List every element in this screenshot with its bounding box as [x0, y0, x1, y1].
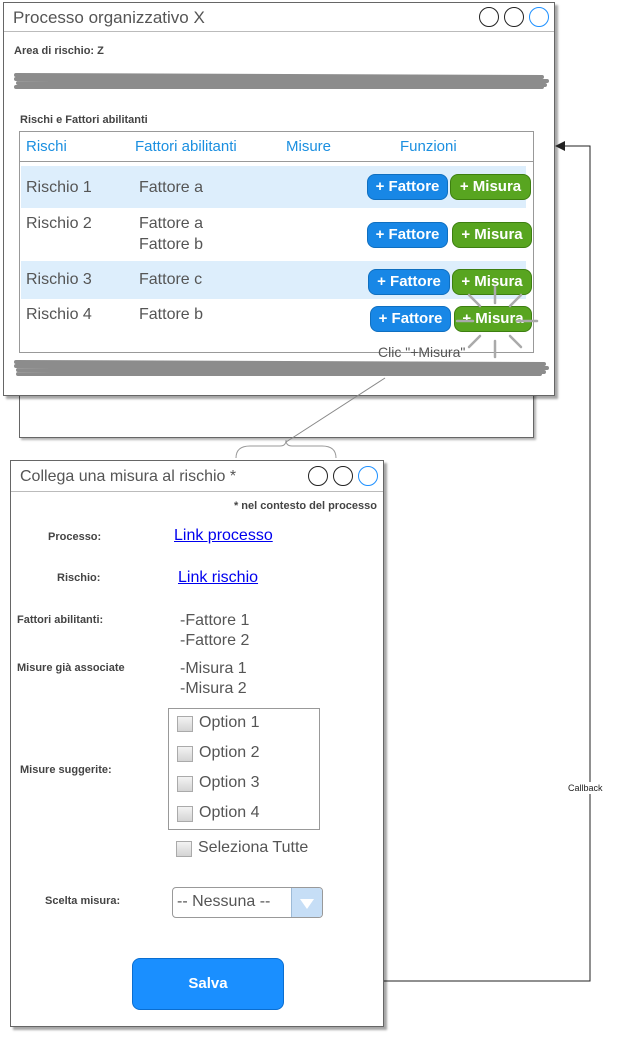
add-factor-button[interactable]: + Fattore: [370, 306, 451, 332]
click-burst-icon: [455, 285, 539, 359]
column-header-funzioni[interactable]: Funzioni: [400, 138, 457, 155]
close-button[interactable]: [358, 466, 378, 486]
risk-table: Rischi Fattori abilitanti Misure Funzion…: [19, 131, 539, 360]
option-label[interactable]: Option 3: [199, 774, 260, 791]
add-factor-button[interactable]: + Fattore: [367, 174, 448, 200]
save-button[interactable]: Salva: [132, 958, 284, 1010]
risk-area-label: Area di rischio: Z: [14, 45, 104, 57]
choice-label: Scelta misura:: [45, 895, 121, 907]
option-label[interactable]: Option 1: [199, 714, 260, 731]
callback-label: Callback: [567, 782, 604, 794]
factor-cell: Fattore b: [139, 236, 204, 253]
add-measure-button[interactable]: + Misura: [452, 222, 532, 248]
main-titlebar: Processo organizzativo X: [4, 3, 554, 32]
link-measure-dialog: Collega una misura al rischio * * nel co…: [10, 460, 384, 1027]
dialog-titlebar: Collega una misura al rischio *: [11, 461, 383, 492]
risk-cell: Rischio 3: [26, 271, 92, 288]
maximize-button[interactable]: [333, 466, 353, 486]
process-link[interactable]: Link processo: [174, 527, 273, 544]
column-header-rischi[interactable]: Rischi: [26, 138, 67, 155]
measure-line: -Misura 2: [180, 680, 247, 697]
measure-select-value: -- Nessuna --: [177, 893, 271, 910]
context-note: * nel contesto del processo: [233, 500, 377, 512]
suggested-measures-label: Misure suggerite:: [20, 764, 112, 776]
select-all-label[interactable]: Seleziona Tutte: [198, 839, 309, 856]
measure-select[interactable]: -- Nessuna --: [172, 887, 323, 918]
option-label[interactable]: Option 2: [199, 744, 260, 761]
option-checkbox[interactable]: [177, 806, 193, 822]
risk-cell: Rischio 4: [26, 306, 92, 323]
select-all-checkbox[interactable]: [176, 841, 192, 857]
minimize-button[interactable]: [308, 466, 328, 486]
close-button[interactable]: [529, 7, 549, 27]
associated-measures-label: Misure già associate: [17, 662, 125, 674]
risk-cell: Rischio 1: [26, 179, 92, 196]
factor-cell: Fattore a: [139, 179, 204, 196]
column-header-misure[interactable]: Misure: [286, 138, 332, 155]
section-title: Rischi e Fattori abilitanti: [20, 114, 148, 126]
risk-cell: Rischio 2: [26, 215, 92, 232]
risk-link[interactable]: Link rischio: [178, 569, 259, 586]
measure-line: -Misura 1: [180, 660, 247, 677]
add-measure-button[interactable]: + Misura: [454, 306, 532, 332]
option-checkbox[interactable]: [177, 776, 193, 792]
add-factor-button[interactable]: + Fattore: [368, 269, 450, 295]
column-header-fattori[interactable]: Fattori abilitanti: [135, 138, 237, 155]
factors-label: Fattori abilitanti:: [17, 614, 104, 626]
chevron-down-icon[interactable]: [291, 888, 322, 917]
save-button-label: Salva: [188, 975, 228, 992]
risk-label: Rischio:: [57, 572, 101, 584]
minimize-button[interactable]: [479, 7, 499, 27]
factor-line: -Fattore 1: [180, 612, 250, 629]
scribble-bottom: [14, 360, 549, 376]
option-checkbox[interactable]: [177, 746, 193, 762]
suggested-measures-list: Option 1 Option 2 Option 3 Option 4: [168, 708, 320, 830]
factor-line: -Fattore 2: [180, 632, 250, 649]
main-window-title: Processo organizzativo X: [13, 8, 205, 27]
option-label[interactable]: Option 4: [199, 804, 260, 821]
add-measure-button[interactable]: + Misura: [452, 269, 532, 295]
option-checkbox[interactable]: [177, 716, 193, 732]
factor-cell: Fattore c: [139, 271, 203, 288]
scribble-top: [14, 73, 549, 89]
dialog-title: Collega una misura al rischio *: [20, 468, 237, 485]
click-note: Clic "+Misura": [378, 344, 466, 360]
factor-cell: Fattore a: [139, 215, 204, 232]
factor-cell: Fattore b: [139, 306, 204, 323]
process-label: Processo:: [48, 531, 102, 543]
add-factor-button[interactable]: + Fattore: [367, 222, 448, 248]
maximize-button[interactable]: [504, 7, 524, 27]
header-divider: [20, 161, 533, 162]
add-measure-button[interactable]: + Misura: [450, 174, 531, 200]
